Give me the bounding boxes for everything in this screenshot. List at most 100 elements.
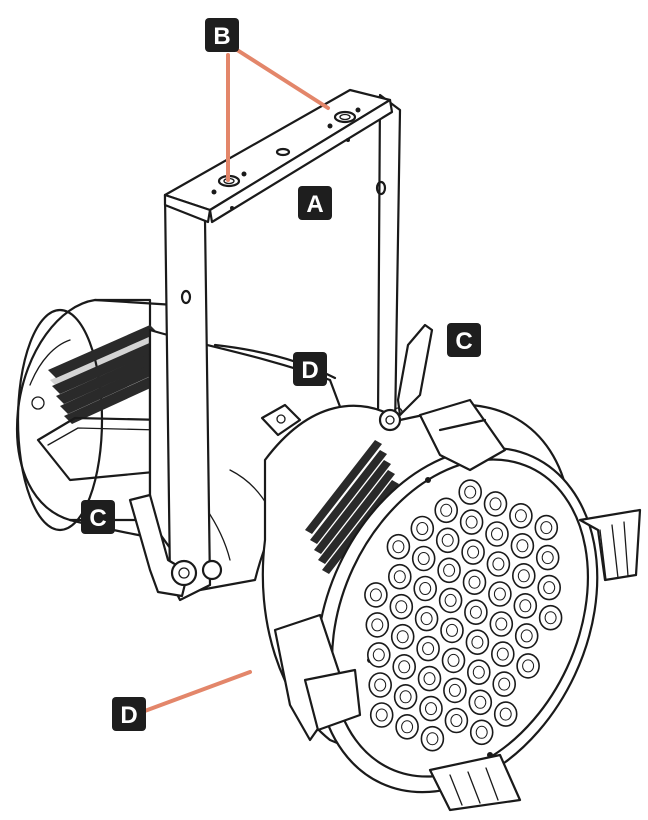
leader-lines: [140, 46, 330, 714]
led-lens-inner: [519, 599, 532, 613]
led-lens: [464, 599, 488, 626]
led-lens: [489, 611, 514, 637]
led-lens: [485, 521, 509, 547]
led-lens: [441, 647, 466, 674]
callout-b: B: [205, 18, 239, 52]
led-lens-inner: [393, 570, 406, 584]
led-lens: [392, 653, 417, 680]
led-lens: [444, 707, 469, 734]
callout-a-label: A: [306, 191, 323, 218]
led-lens: [490, 641, 515, 667]
led-lens: [434, 497, 459, 524]
callout-d-top: D: [293, 352, 327, 386]
led-lens: [411, 545, 436, 572]
led-lens: [410, 515, 435, 542]
led-lens-inner: [469, 605, 482, 619]
led-lens: [437, 557, 461, 584]
led-lens-inner: [540, 521, 553, 535]
led-lens: [511, 562, 536, 589]
led-lens-inner: [465, 515, 478, 529]
led-lens: [364, 582, 388, 608]
led-lens: [483, 491, 508, 517]
led-lens-inner: [372, 648, 385, 662]
led-lens: [492, 671, 517, 697]
led-lens-inner: [447, 653, 460, 667]
led-lens: [514, 623, 539, 649]
led-lens: [438, 587, 463, 614]
led-lens-inner: [543, 581, 556, 595]
led-lens-inner: [417, 552, 430, 565]
led-lens: [389, 593, 414, 620]
led-lens: [419, 695, 443, 722]
callout-c-right: C: [447, 323, 481, 357]
led-lens-inner: [475, 725, 488, 739]
yoke-pivot-right: [378, 408, 402, 432]
led-lens-inner: [392, 540, 405, 554]
led-lens-inner: [396, 630, 409, 644]
led-lens-inner: [472, 665, 485, 679]
led-lens: [459, 509, 484, 535]
callout-c-right-label: C: [455, 328, 472, 355]
led-lens: [387, 563, 412, 590]
led-lens-inner: [441, 533, 454, 547]
yoke-pivot-left: [201, 559, 223, 581]
leader-b-right: [232, 46, 330, 110]
led-lens-inner: [492, 557, 505, 571]
led-array: [364, 479, 563, 752]
led-lens-inner: [467, 545, 480, 559]
tilt-lock-knob-left: [128, 493, 198, 598]
led-lens-inner: [544, 611, 557, 625]
led-lens-inner: [468, 575, 481, 589]
led-lens: [393, 683, 418, 710]
led-lens: [535, 544, 560, 571]
led-lens: [443, 677, 467, 704]
callout-b-label: B: [213, 23, 230, 50]
led-lens: [366, 642, 391, 668]
led-lens-inner: [419, 582, 432, 595]
led-lens: [509, 502, 533, 529]
led-lens: [458, 479, 483, 505]
led-lens: [510, 532, 535, 559]
led-lens: [435, 527, 460, 554]
led-lens: [365, 612, 390, 638]
led-lens: [466, 659, 491, 686]
led-lens: [440, 617, 464, 644]
led-lens: [537, 574, 562, 601]
callout-d-bottom: D: [112, 697, 146, 731]
led-lens-inner: [516, 539, 529, 553]
led-lens: [462, 569, 487, 596]
led-lens: [461, 539, 485, 565]
led-lens-inner: [416, 522, 429, 535]
led-lens-inner: [489, 497, 502, 511]
led-lens-inner: [496, 647, 509, 661]
led-lens: [534, 514, 559, 541]
led-lens-inner: [520, 629, 533, 643]
led-lens-inner: [446, 623, 458, 637]
led-lens: [414, 605, 439, 632]
led-lens: [417, 665, 442, 692]
led-lens: [465, 629, 490, 656]
led-lens-inner: [425, 702, 437, 716]
led-lens-inner: [443, 563, 456, 577]
led-lens-inner: [464, 485, 477, 499]
led-lens: [368, 672, 393, 698]
led-lens-inner: [471, 635, 484, 649]
leader-d-bottom: [140, 670, 252, 714]
led-lens: [416, 635, 440, 662]
led-lens-inner: [444, 593, 457, 607]
led-lens: [395, 713, 419, 740]
led-lens-inner: [398, 660, 411, 674]
led-lens: [513, 592, 538, 619]
led-lens-inner: [522, 659, 535, 673]
rear-heat-sink-fins: [48, 325, 168, 424]
led-lens-inner: [541, 551, 554, 565]
led-lens-inner: [399, 690, 412, 704]
led-lens: [486, 551, 511, 577]
led-lens-inner: [420, 612, 433, 626]
callout-c-left: C: [81, 500, 115, 534]
led-lens-inner: [375, 708, 388, 722]
led-lens: [468, 689, 493, 716]
led-lens-inner: [369, 588, 382, 602]
led-lens-inner: [440, 503, 453, 517]
led-lens-inner: [423, 672, 436, 686]
